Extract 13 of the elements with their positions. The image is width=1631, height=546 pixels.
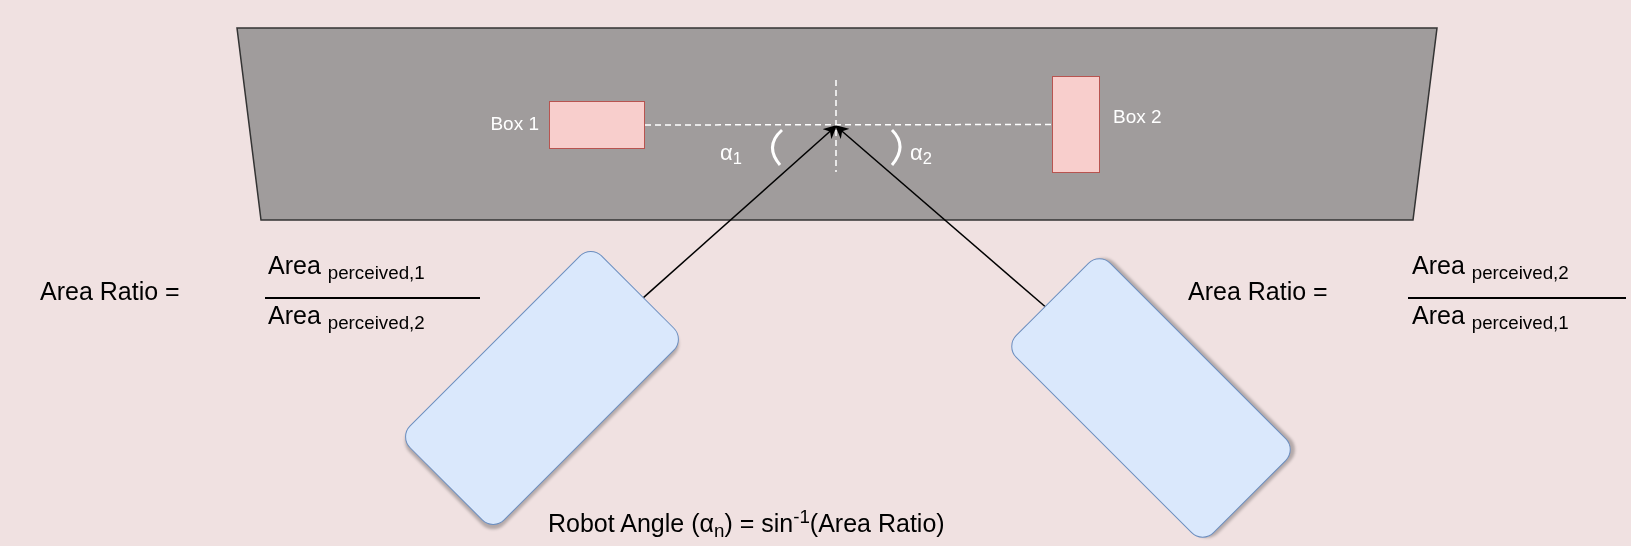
target-box: [549, 101, 645, 149]
box-label: Box 1: [490, 112, 539, 136]
equation-text: Robot Angle (α$_{n}$) = sin$^{-1}$(Area Ratio): [548, 508, 945, 538]
formula-text: Area Ratio =: [1188, 276, 1328, 306]
target-box: [1052, 76, 1100, 173]
angle-label: α$_{1}$: [720, 139, 742, 168]
arrow: [642, 125, 837, 299]
arrow: [835, 125, 1046, 307]
angle-label: α$_{2}$: [910, 139, 932, 168]
trapezoid-area: [237, 28, 1437, 220]
dashed-guide-line: [644, 123, 1053, 126]
formula-text: Area Ratio =: [40, 276, 180, 306]
box-label: Box 2: [1113, 105, 1162, 129]
